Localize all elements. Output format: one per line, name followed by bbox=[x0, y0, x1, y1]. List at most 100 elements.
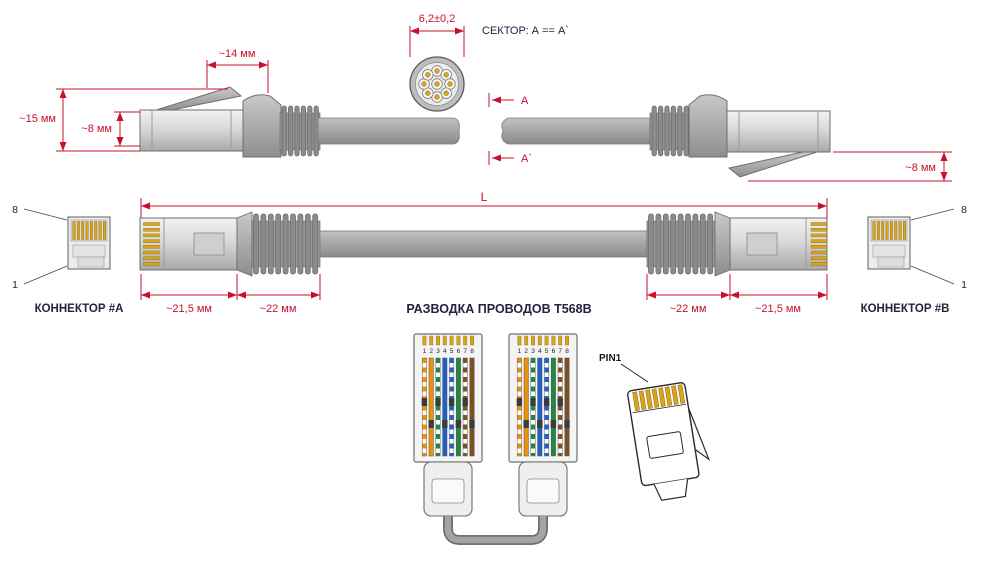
pin-number: 1 bbox=[423, 348, 427, 355]
contact-pin bbox=[810, 245, 828, 249]
pin-number: 3 bbox=[436, 348, 440, 355]
crimp-mark bbox=[537, 420, 543, 428]
contact-pin bbox=[551, 335, 556, 346]
wire bbox=[523, 357, 529, 457]
contact-pin bbox=[638, 390, 647, 410]
contact-pin bbox=[810, 256, 828, 260]
contact-pin bbox=[810, 233, 828, 238]
pin-number: 7 bbox=[558, 348, 562, 355]
crimp-mark bbox=[530, 398, 536, 406]
wire-outline bbox=[530, 357, 536, 457]
foot-3d bbox=[653, 478, 689, 501]
contact-pin bbox=[524, 335, 529, 346]
fan-line bbox=[23, 208, 68, 221]
cable-loop-outline bbox=[443, 516, 548, 545]
crimp-mark bbox=[448, 398, 455, 406]
boot-rib bbox=[281, 105, 287, 157]
wire-outline bbox=[557, 357, 563, 457]
latch bbox=[152, 86, 243, 112]
fan-line bbox=[910, 265, 955, 285]
dim-plug-a-text: ~21,5 мм bbox=[166, 303, 212, 315]
connector-a-label: КОННЕКТОР #А bbox=[35, 303, 124, 315]
wire-outline bbox=[462, 357, 468, 457]
window-3d bbox=[646, 431, 684, 459]
pin-number: 1 bbox=[518, 348, 522, 355]
pin-number: 4 bbox=[538, 348, 542, 355]
plug-body bbox=[729, 217, 828, 271]
front-detail bbox=[77, 256, 105, 268]
front-detail bbox=[877, 256, 905, 268]
front-detail bbox=[72, 244, 106, 258]
boot-rib bbox=[670, 213, 677, 275]
plan-connector-b bbox=[646, 211, 828, 277]
dim-plug-left-text: ~8 мм bbox=[81, 123, 112, 135]
contact-pin bbox=[810, 222, 828, 226]
boot-rib bbox=[670, 105, 676, 157]
dim-boot-b-text: ~22 мм bbox=[670, 303, 707, 315]
cross-section-wires bbox=[418, 65, 456, 103]
plug-body bbox=[726, 110, 831, 153]
front-detail bbox=[872, 244, 906, 258]
boot-rib bbox=[699, 213, 706, 275]
plug-contacts bbox=[810, 222, 828, 266]
boot-rib bbox=[707, 213, 714, 275]
rj45-3d-view bbox=[627, 382, 711, 501]
wire bbox=[455, 357, 461, 457]
boot-window bbox=[526, 478, 560, 504]
wire-core bbox=[434, 68, 440, 74]
pin-top-b: 8 bbox=[961, 204, 967, 216]
boot-ribs bbox=[253, 213, 319, 275]
contact-pin bbox=[645, 389, 653, 409]
contact-pin bbox=[143, 239, 160, 243]
cable-left bbox=[317, 117, 460, 145]
wire bbox=[469, 357, 475, 457]
pin-bottom-a: 1 bbox=[12, 279, 18, 291]
plug-contacts bbox=[143, 222, 160, 266]
contact-pin bbox=[456, 335, 461, 346]
contact-pin bbox=[89, 221, 93, 240]
pin1-label: PIN1 bbox=[599, 353, 622, 364]
pin-number: 8 bbox=[470, 348, 474, 355]
wire-core bbox=[421, 81, 427, 87]
contact-pin bbox=[94, 221, 98, 240]
crimp-mark bbox=[442, 420, 448, 428]
boot-window bbox=[431, 478, 465, 504]
contact-pin bbox=[429, 335, 434, 346]
pin-number: 5 bbox=[450, 348, 454, 355]
boot-rib bbox=[658, 105, 664, 157]
section-a-text: А bbox=[521, 95, 529, 107]
crimp-mark bbox=[421, 398, 428, 406]
pin-number: 7 bbox=[463, 348, 467, 355]
boot-rib bbox=[300, 105, 306, 157]
wire-outline bbox=[449, 357, 455, 457]
contact-pin bbox=[76, 221, 80, 240]
contact-pin bbox=[810, 239, 828, 243]
dim-height-text: ~15 мм bbox=[19, 113, 56, 125]
crimp-mark bbox=[455, 420, 462, 428]
dim-diameter-text: 6,2±0,2 bbox=[419, 13, 456, 25]
crimp-mark bbox=[428, 420, 434, 428]
boot-rib bbox=[297, 213, 304, 275]
contact-pin bbox=[881, 221, 885, 240]
boot-rib bbox=[260, 213, 267, 275]
wire-outline bbox=[544, 357, 550, 457]
pin-number: 6 bbox=[552, 348, 556, 355]
crimp-mark bbox=[557, 398, 563, 406]
boot bbox=[236, 211, 253, 277]
contact-pin bbox=[72, 221, 76, 240]
contact-pin bbox=[436, 335, 440, 346]
pin-number: 4 bbox=[443, 348, 447, 355]
contact-pin bbox=[143, 250, 160, 255]
contact-pin bbox=[103, 221, 106, 240]
pin-number: 8 bbox=[565, 348, 569, 355]
contact-pin bbox=[872, 221, 876, 240]
wire bbox=[550, 357, 556, 457]
boot-rib bbox=[290, 213, 296, 275]
contact-pin bbox=[565, 335, 569, 346]
pin-zone-line bbox=[632, 403, 686, 414]
boot-rib bbox=[677, 105, 683, 157]
pin-number: 2 bbox=[524, 348, 528, 355]
